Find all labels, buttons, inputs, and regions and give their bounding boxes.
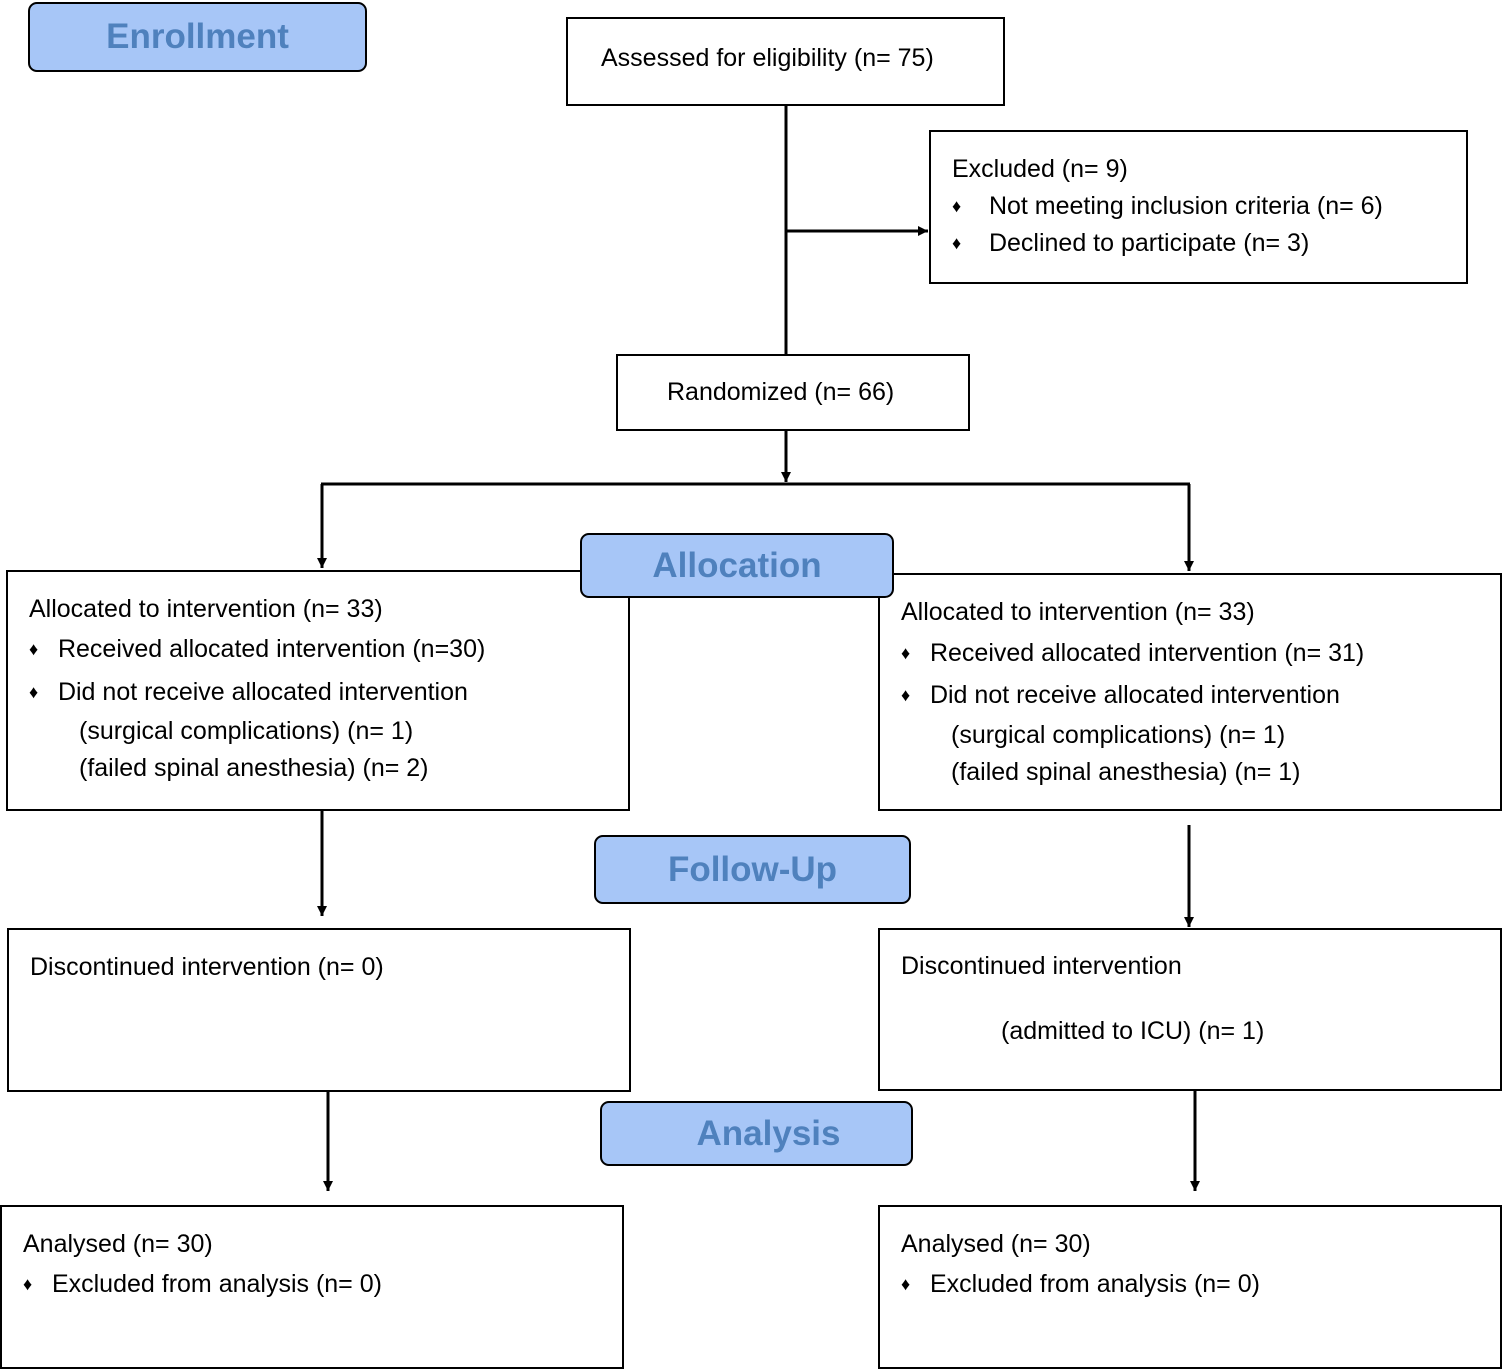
left-not-received-text: Did not receive allocated intervention [57,678,468,706]
stage-analysis: Analysis [600,1101,913,1166]
bullet-icon: ♦ [901,643,911,663]
right-follow-up-title: Discontinued intervention [901,952,1182,980]
excluded-title: Excluded (n= 9) [952,155,1128,183]
bullet-icon: ♦ [901,685,911,705]
stage-follow-up-label: Follow-Up [667,849,838,889]
excluded-item-1: ♦ Not meeting inclusion criteria (n= 6) [952,191,1383,221]
left-allocation-box: Allocated to intervention (n= 33) ♦ Rece… [6,570,630,811]
excluded-box: Excluded (n= 9) ♦ Not meeting inclusion … [929,130,1468,284]
right-allocation-box: Allocated to intervention (n= 33) ♦ Rece… [878,573,1502,811]
right-reason-1: (surgical complications) (n= 1) [951,721,1286,749]
right-received-text: Received allocated intervention (n= 31) [929,639,1365,667]
right-analysis-excluded-item: ♦ Excluded from analysis (n= 0) [901,1269,1260,1299]
right-allocation-title: Allocated to intervention (n= 33) [901,598,1255,626]
bullet-icon: ♦ [952,233,962,253]
stage-allocation-label: Allocation [652,545,822,585]
left-reason-2: (failed spinal anesthesia) (n= 2) [79,754,429,782]
stage-follow-up: Follow-Up [594,835,911,904]
left-not-received-item: ♦ Did not receive allocated intervention [29,677,468,707]
right-reason-2: (failed spinal anesthesia) (n= 1) [951,758,1301,786]
assessed-text: Assessed for eligibility (n= 75) [601,44,934,72]
stage-enrollment: Enrollment [28,2,367,72]
left-follow-up-box: Discontinued intervention (n= 0) [7,928,631,1092]
excluded-item-1-text: Not meeting inclusion criteria (n= 6) [988,192,1383,220]
randomized-box: Randomized (n= 66) [616,354,970,431]
excluded-item-2-text: Declined to participate (n= 3) [988,229,1310,257]
assessed-box: Assessed for eligibility (n= 75) [566,17,1005,106]
right-not-received-text: Did not receive allocated intervention [929,681,1340,709]
right-follow-up-box: Discontinued intervention (admitted to I… [878,928,1502,1091]
right-analysis-box: Analysed (n= 30) ♦ Excluded from analysi… [878,1205,1502,1369]
right-analysis-excluded-text: Excluded from analysis (n= 0) [929,1270,1260,1298]
left-analysis-box: Analysed (n= 30) ♦ Excluded from analysi… [0,1205,624,1369]
bullet-icon: ♦ [29,682,39,702]
left-allocation-title: Allocated to intervention (n= 33) [29,595,383,623]
left-analysis-title: Analysed (n= 30) [23,1230,213,1258]
left-analysis-excluded-item: ♦ Excluded from analysis (n= 0) [23,1269,382,1299]
right-analysis-title: Analysed (n= 30) [901,1230,1091,1258]
excluded-item-2: ♦ Declined to participate (n= 3) [952,228,1309,258]
left-analysis-excluded-text: Excluded from analysis (n= 0) [51,1270,382,1298]
left-received-text: Received allocated intervention (n=30) [57,635,486,663]
left-follow-up-title: Discontinued intervention (n= 0) [30,953,384,981]
right-follow-up-reason: (admitted to ICU) (n= 1) [1001,1017,1265,1045]
left-reason-1: (surgical complications) (n= 1) [79,717,414,745]
bullet-icon: ♦ [29,639,39,659]
bullet-icon: ♦ [901,1274,911,1294]
right-not-received-item: ♦ Did not receive allocated intervention [901,680,1340,710]
stage-analysis-label: Analysis [696,1113,841,1153]
bullet-icon: ♦ [952,196,962,216]
left-received-item: ♦ Received allocated intervention (n=30) [29,634,485,664]
randomized-text: Randomized (n= 66) [667,378,895,406]
right-received-item: ♦ Received allocated intervention (n= 31… [901,638,1364,668]
bullet-icon: ♦ [23,1274,33,1294]
stage-enrollment-label: Enrollment [106,17,289,56]
stage-allocation: Allocation [580,533,894,598]
